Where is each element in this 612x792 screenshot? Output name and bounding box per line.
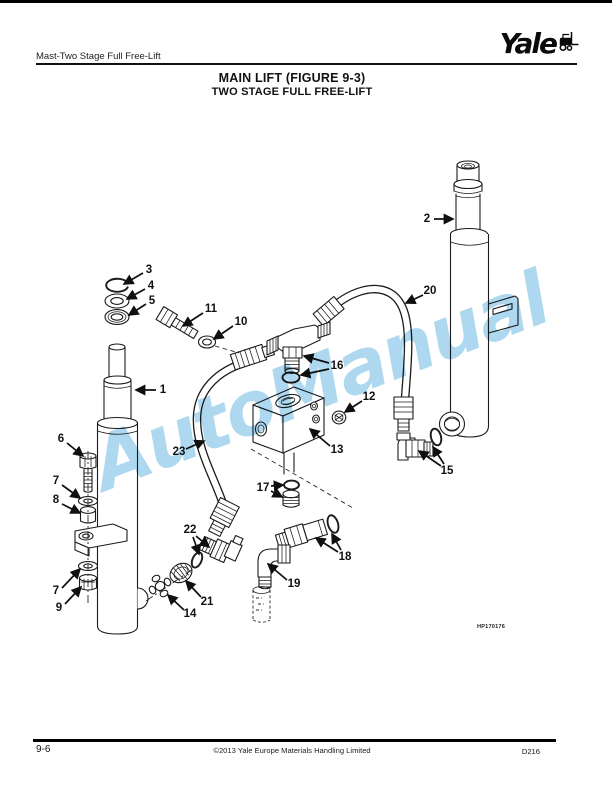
callout-arrows bbox=[61, 213, 455, 611]
brand-logo-text: Yale bbox=[499, 27, 558, 60]
part-washer-10 bbox=[197, 335, 217, 349]
part-washer-5 bbox=[104, 309, 130, 325]
page-subtitle: TWO STAGE FULL FREE-LIFT bbox=[211, 86, 373, 98]
footer-copyright: ©2013 Yale Europe Materials Handling Lim… bbox=[213, 746, 371, 755]
part-bolt-11 bbox=[155, 306, 199, 340]
part-snap-ring-3 bbox=[105, 277, 129, 293]
header-section-title: Mast-Two Stage Full Free-Lift bbox=[36, 51, 161, 62]
part-washer-4 bbox=[104, 293, 130, 309]
part-lift-cylinder-left bbox=[96, 343, 149, 635]
o-ring-17 bbox=[283, 479, 300, 491]
part-hose-20 bbox=[312, 284, 414, 432]
page-title: MAIN LIFT (FIGURE 9-3) bbox=[218, 71, 366, 85]
footer-rule bbox=[33, 739, 556, 742]
part-plug-12 bbox=[331, 410, 347, 425]
page-top-scan-edge bbox=[0, 0, 612, 3]
part-tee-fitting-16 bbox=[266, 321, 331, 384]
part-plug-17 bbox=[282, 479, 300, 508]
brand-logo: Yale bbox=[500, 30, 580, 58]
forklift-icon bbox=[557, 30, 580, 58]
part-elbow-19 bbox=[257, 544, 291, 590]
part-manifold-block-13 bbox=[252, 386, 347, 475]
header-rule bbox=[36, 63, 577, 65]
part-elbow-15 bbox=[396, 427, 443, 461]
o-ring-15 bbox=[429, 427, 443, 447]
footer-page-number: 9-6 bbox=[36, 744, 51, 755]
o-ring-22 bbox=[190, 551, 204, 569]
part-hose-23 bbox=[192, 343, 276, 537]
o-ring-18 bbox=[326, 514, 340, 534]
figure-code: HP170176 bbox=[477, 624, 506, 630]
assembly-center-lines bbox=[87, 345, 354, 603]
footer-doc-code: D216 bbox=[521, 747, 540, 756]
part-free-lift-cylinder-right bbox=[438, 160, 519, 438]
part-cross-fitting-14 bbox=[148, 574, 172, 598]
part-ghost-fitting bbox=[252, 586, 271, 623]
part-check-valve-18 bbox=[274, 514, 340, 550]
